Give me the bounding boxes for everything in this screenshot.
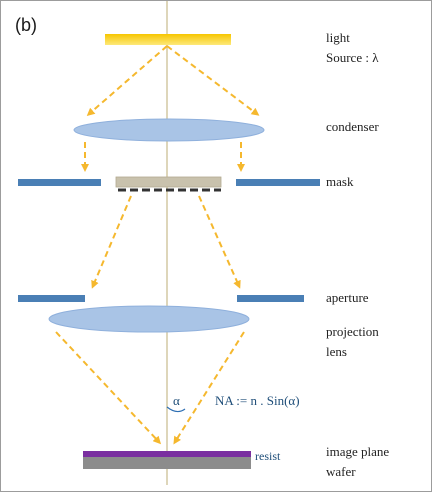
light-source-label-line1: light xyxy=(326,30,350,45)
ray-projection-right xyxy=(173,331,245,445)
mask-blocker-right xyxy=(236,179,320,186)
mask-substrate xyxy=(115,176,222,188)
ray-source-left xyxy=(86,45,168,116)
condenser-lens xyxy=(73,118,265,142)
aperture-blocker-right xyxy=(237,295,304,302)
resist-label: resist xyxy=(255,449,281,463)
projection-lens-label-line2: lens xyxy=(326,344,347,359)
condenser-label: condenser xyxy=(326,119,379,134)
image-plane-label: image plane xyxy=(326,444,389,459)
mask-reticle xyxy=(115,176,222,192)
ray-source-right xyxy=(166,45,260,116)
wafer-label: wafer xyxy=(326,464,356,479)
mask-blocker-left xyxy=(18,179,101,186)
na-angle-arc xyxy=(166,406,186,413)
projection-lens xyxy=(48,305,250,333)
light-source-bar xyxy=(105,34,231,45)
panel-label: (b) xyxy=(15,15,37,35)
projection-lens-label-line1: projection xyxy=(326,324,379,339)
wafer-substrate xyxy=(83,457,251,469)
aperture-blocker-left xyxy=(18,295,85,302)
aperture-label: aperture xyxy=(326,290,369,305)
mask-label: mask xyxy=(326,174,354,189)
ray-mask-right xyxy=(198,195,241,289)
ray-projection-left xyxy=(55,331,162,445)
ray-mask-left xyxy=(91,195,132,289)
angle-symbol: α xyxy=(173,393,180,408)
numerical-aperture-formula: NA := n . Sin(α) xyxy=(215,393,300,408)
light-source-label-line2: Source : λ xyxy=(326,50,379,65)
resist-layer xyxy=(83,451,251,457)
